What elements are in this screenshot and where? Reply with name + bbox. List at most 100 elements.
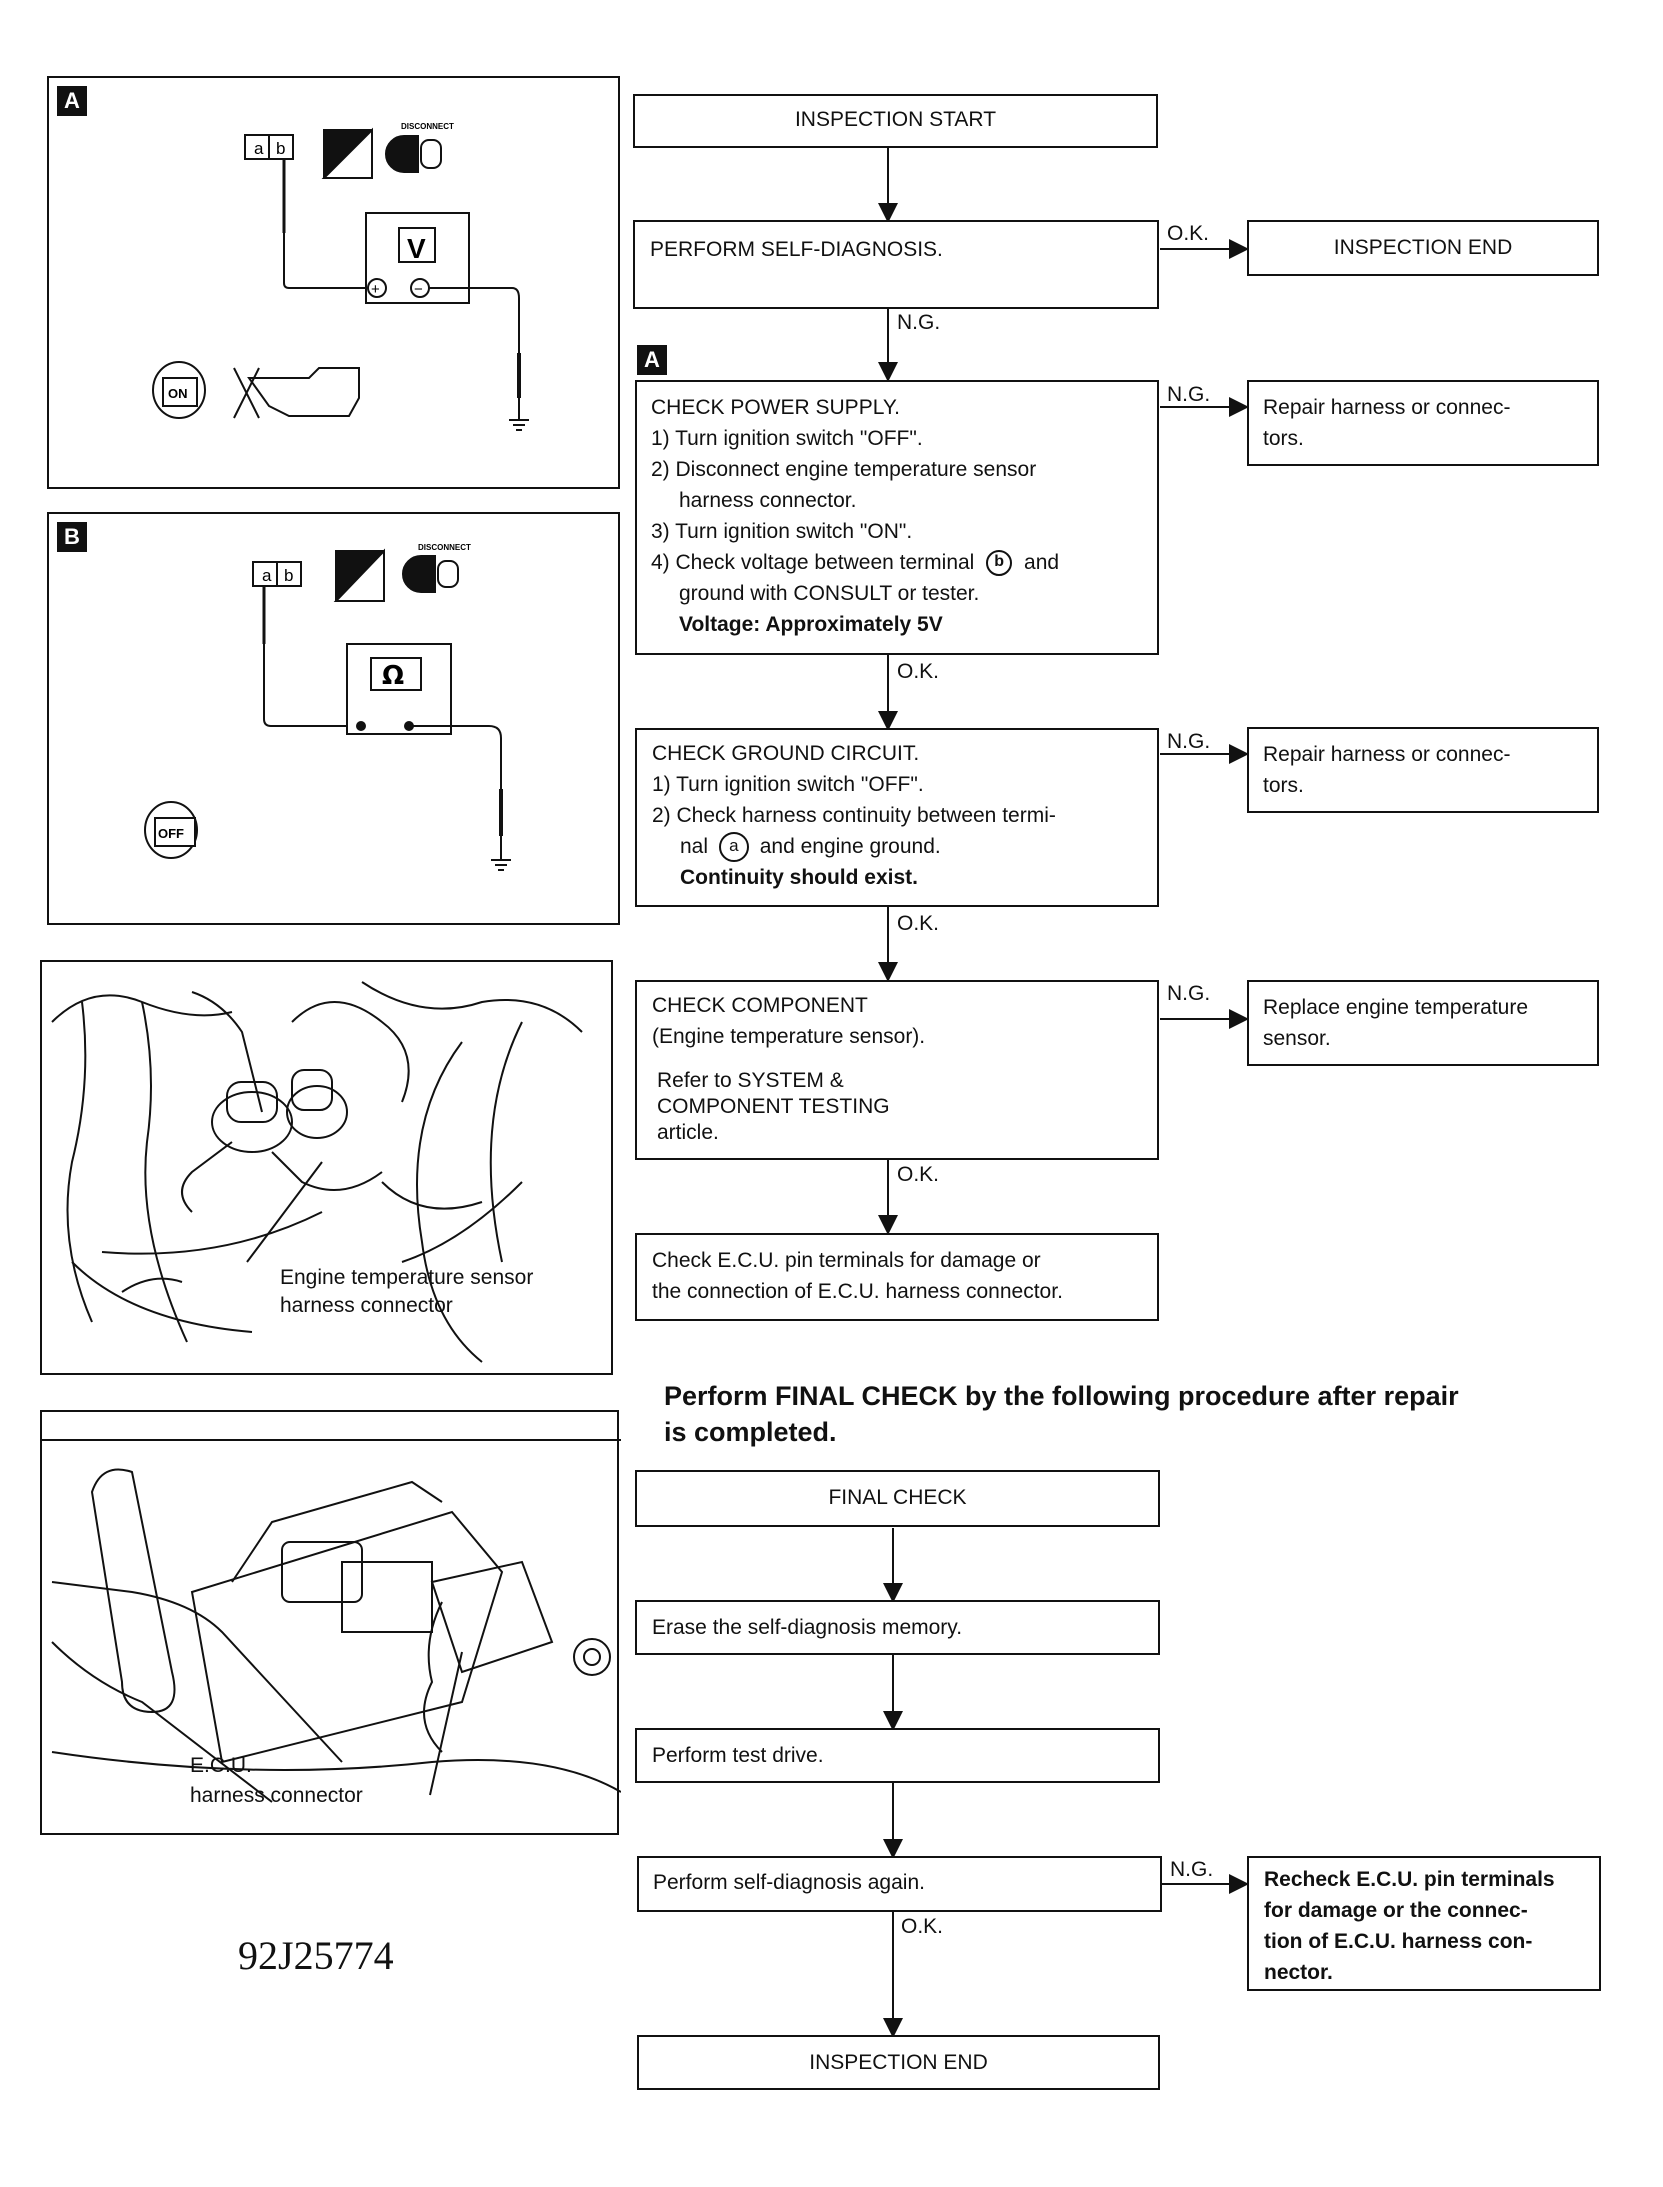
engine-sensor-illustration: Engine temperature sensor harness connec… — [40, 960, 613, 1375]
power-step4a: 4) Check voltage between terminal b and — [651, 547, 1059, 578]
panel-b-disconnect-label: DISCONNECT — [418, 543, 471, 552]
panel-b-connector-b: b — [284, 566, 293, 585]
ng-label-power: N.G. — [1167, 383, 1211, 406]
recheck-ecu-box: Recheck E.C.U. pin terminals for damage … — [1247, 1856, 1601, 1991]
ng-label-again: N.G. — [1170, 1858, 1214, 1881]
panel-b-switch-off: OFF — [158, 826, 184, 841]
panel-a-tag: A — [57, 86, 87, 116]
ok-label-again: O.K. — [901, 1915, 944, 1938]
panel-a-connector-b: b — [276, 139, 285, 158]
erase-memory-box: Erase the self-diagnosis memory. — [635, 1600, 1160, 1655]
check-component-box: CHECK COMPONENT (Engine temperature sens… — [635, 980, 1159, 1160]
engine-sensor-label-line1: Engine temperature sensor — [280, 1266, 534, 1289]
ok-label-diag: O.K. — [1167, 222, 1210, 245]
final-check-heading-line2: is completed. — [664, 1417, 837, 1447]
power-voltage-spec: Voltage: Approximately 5V — [679, 613, 943, 636]
replace-line1: Replace engine temperature — [1263, 996, 1529, 1019]
repair-harness-box-1: Repair harness or connec- tors. — [1247, 380, 1599, 466]
panel-b-tag: B — [57, 522, 87, 552]
ecu-connector-sketch — [42, 1439, 621, 1803]
repair-harness-box-2: Repair harness or connec- tors. — [1247, 727, 1599, 813]
engine-sensor-label-line2: harness connector — [280, 1294, 453, 1317]
final-check-text: FINAL CHECK — [828, 1486, 967, 1509]
ground-step2a: 2) Check harness continuity between term… — [652, 804, 1056, 827]
ground-step2b: nal a and engine ground. — [680, 831, 941, 863]
panel-a-minus: − — [414, 281, 423, 298]
ecu-label-line1: E.C.U. — [190, 1754, 252, 1777]
marker-a-tag: A — [637, 345, 667, 375]
figure-id: 92J25774 — [238, 1933, 394, 1978]
power-step1: 1) Turn ignition switch "OFF". — [651, 427, 923, 450]
ecu-connector-illustration: E.C.U. harness connector — [40, 1410, 621, 1835]
repair1-line2: tors. — [1263, 427, 1304, 450]
self-diagnosis-again-box: Perform self-diagnosis again. — [637, 1856, 1162, 1912]
panel-b-continuity-diagram: B a b DISCONNECT Ω OFF — [47, 512, 620, 925]
component-line4: COMPONENT TESTING — [657, 1095, 890, 1118]
inspection-end-bottom-text: INSPECTION END — [809, 2051, 988, 2074]
test-drive-box: Perform test drive. — [635, 1728, 1160, 1783]
power-step3: 3) Turn ignition switch "ON". — [651, 520, 913, 543]
final-check-box: FINAL CHECK — [635, 1470, 1160, 1527]
repair2-line2: tors. — [1263, 774, 1304, 797]
ng-label-diag: N.G. — [897, 311, 941, 334]
power-step4b: ground with CONSULT or tester. — [679, 582, 980, 605]
power-step4a-pre: 4) Check voltage between terminal — [651, 551, 975, 574]
ng-label-ground: N.G. — [1167, 730, 1211, 753]
ground-step2b-post: and engine ground. — [759, 835, 941, 858]
ecu-check-line2: the connection of E.C.U. harness connect… — [652, 1280, 1063, 1303]
inspection-end-top-text: INSPECTION END — [1333, 236, 1513, 259]
test-drive-text: Perform test drive. — [652, 1744, 824, 1767]
panel-a-drawing: a b DISCONNECT V + − ON — [152, 122, 529, 431]
replace-line2: sensor. — [1263, 1027, 1331, 1050]
terminal-b-icon: b — [986, 550, 1013, 577]
recheck-line2: for damage or the connec- — [1264, 1899, 1528, 1922]
power-step2b: harness connector. — [679, 489, 857, 512]
panel-a-voltage-diagram: A — [47, 76, 620, 489]
ecu-label-line2: harness connector — [190, 1784, 363, 1807]
repair1-line1: Repair harness or connec- — [1263, 396, 1511, 419]
replace-sensor-box: Replace engine temperature sensor. — [1247, 980, 1599, 1066]
ground-step1: 1) Turn ignition switch "OFF". — [652, 773, 924, 796]
ground-step2b-pre: nal — [680, 835, 709, 858]
inspection-start-text: INSPECTION START — [794, 108, 997, 131]
ground-continuity-spec: Continuity should exist. — [680, 866, 919, 889]
inspection-start-box: INSPECTION START — [633, 94, 1158, 148]
inspection-end-top-box: INSPECTION END — [1247, 220, 1599, 276]
panel-a-connector-a: a — [254, 139, 264, 158]
recheck-line4: nector. — [1264, 1961, 1333, 1984]
panel-a-volt-symbol: V — [407, 233, 426, 264]
ok-label-power: O.K. — [897, 660, 940, 683]
component-line3: Refer to SYSTEM & — [657, 1069, 844, 1092]
power-step4a-post: and — [1024, 551, 1060, 574]
recheck-line3: tion of E.C.U. harness con- — [1264, 1930, 1533, 1953]
check-ecu-terminals-box: Check E.C.U. pin terminals for damage or… — [635, 1233, 1159, 1321]
panel-b-drawing: a b DISCONNECT Ω OFF — [144, 543, 511, 871]
panel-b-connector-a: a — [262, 566, 272, 585]
recheck-line1: Recheck E.C.U. pin terminals — [1264, 1868, 1555, 1891]
ok-label-component: O.K. — [897, 1163, 940, 1186]
panel-b-ohm-symbol: Ω — [382, 661, 404, 691]
component-line5: article. — [657, 1121, 719, 1144]
panel-a-disconnect-label: DISCONNECT — [401, 122, 454, 131]
final-check-heading-line1: Perform FINAL CHECK by the following pro… — [664, 1381, 1459, 1411]
ecu-check-line1: Check E.C.U. pin terminals for damage or — [652, 1249, 1041, 1272]
ng-label-component: N.G. — [1167, 982, 1211, 1005]
terminal-a-icon: a — [718, 832, 749, 863]
repair2-line1: Repair harness or connec- — [1263, 743, 1511, 766]
power-title: CHECK POWER SUPPLY. — [651, 396, 900, 419]
inspection-end-bottom-box: INSPECTION END — [637, 2035, 1160, 2090]
erase-memory-text: Erase the self-diagnosis memory. — [652, 1616, 963, 1639]
check-ground-circuit-box: CHECK GROUND CIRCUIT. 1) Turn ignition s… — [635, 728, 1159, 907]
engine-sensor-sketch — [51, 981, 583, 1363]
component-line1: CHECK COMPONENT — [652, 994, 868, 1017]
panel-a-switch-on: ON — [168, 386, 188, 401]
self-diagnosis-again-text: Perform self-diagnosis again. — [653, 1871, 925, 1894]
power-step2a: 2) Disconnect engine temperature sensor — [651, 458, 1037, 481]
check-power-supply-box: CHECK POWER SUPPLY. 1) Turn ignition swi… — [635, 380, 1159, 655]
panel-a-plus: + — [371, 281, 380, 298]
self-diagnosis-text: PERFORM SELF-DIAGNOSIS. — [650, 238, 943, 261]
ground-title: CHECK GROUND CIRCUIT. — [652, 742, 920, 765]
ok-label-ground: O.K. — [897, 912, 940, 935]
component-line2: (Engine temperature sensor). — [652, 1025, 926, 1048]
